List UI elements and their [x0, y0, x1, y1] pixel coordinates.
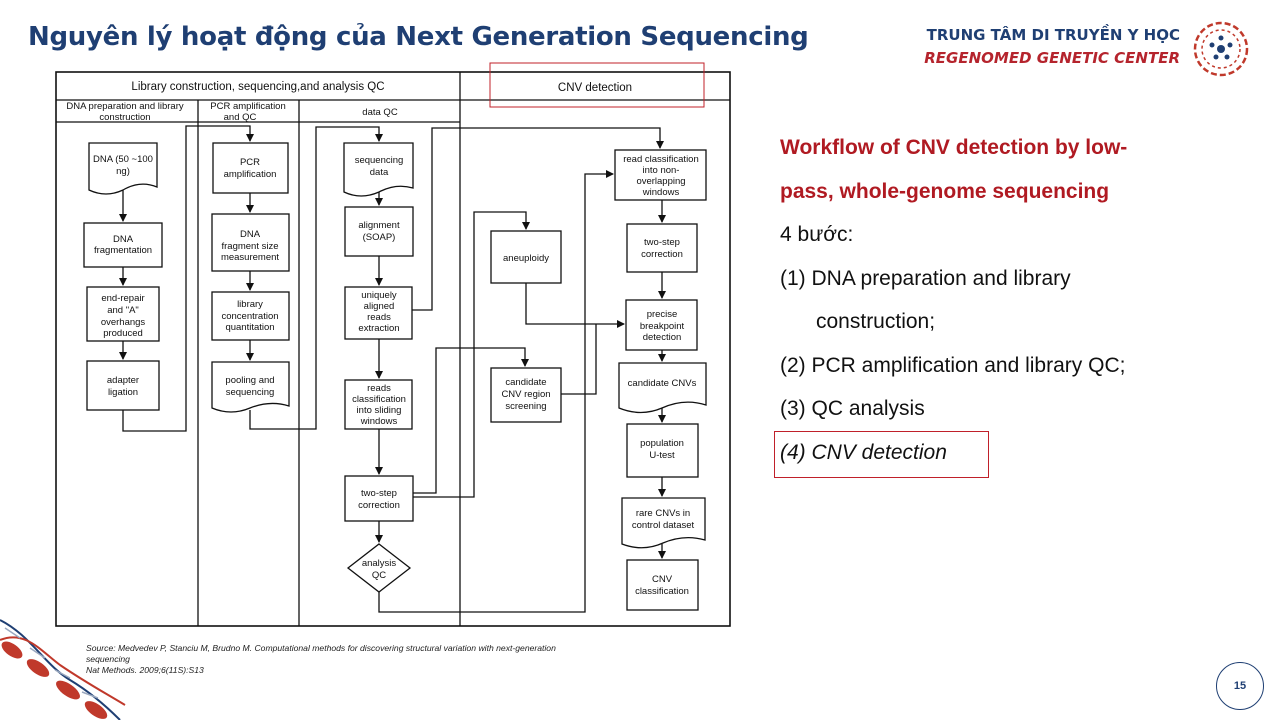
endrepair-text-2: and "A": [107, 305, 139, 316]
source-line-2: sequencing: [86, 654, 130, 664]
dna-text-1: DNA (50 ~100: [93, 154, 153, 165]
dna-helix-decoration-icon: [0, 619, 126, 720]
pooling-text-1: pooling and: [225, 375, 274, 386]
workflow-heading-1: Workflow of CNV detection by low-: [780, 136, 1128, 159]
frag-text-2: fragmentation: [94, 245, 152, 256]
sub2-line2: and QC: [224, 112, 257, 123]
unique-text-4: extraction: [358, 323, 399, 334]
step-4-highlight: [774, 431, 989, 478]
twostep5-text-1: two-step: [644, 237, 680, 248]
breakpoint-text-1: precise: [647, 309, 678, 320]
sub3-label: data QC: [362, 107, 398, 118]
cnv-detection-highlight: [489, 62, 705, 108]
pcr-box: [212, 142, 289, 194]
libconc-text-3: quantitation: [225, 322, 274, 333]
cnv-classification-box: [626, 559, 699, 611]
readsclass-text-1: reads: [367, 383, 391, 394]
sub2-line1: PCR amplification: [210, 101, 286, 112]
pcr-text-2: amplification: [224, 169, 277, 180]
frag-text-1: DNA: [113, 234, 134, 245]
population-text-2: U-test: [649, 450, 675, 461]
twostep3-text-1: two-step: [361, 488, 397, 499]
endrepair-text-4: produced: [103, 328, 143, 339]
fragsize-text-2: fragment size: [221, 241, 278, 252]
readsclass-text-4: windows: [360, 416, 398, 427]
seqdata-text-2: data: [370, 167, 389, 178]
step-2: (2) PCR amplification and library QC;: [780, 353, 1126, 377]
pooling-text-2: sequencing: [226, 387, 275, 398]
classification-text-1: CNV: [652, 574, 673, 585]
steps-label: 4 bước:: [780, 223, 854, 246]
pooling-shape: [211, 361, 290, 413]
endrepair-text-3: overhangs: [101, 317, 146, 328]
header-right-label: CNV detection: [558, 82, 632, 94]
step-3: (3) QC analysis: [780, 397, 925, 420]
org-name: TRUNG TÂM DI TRUYỀN Y HỌC: [926, 26, 1180, 44]
source-line-1: Source: Medvedev P, Stanciu M, Brudno M.…: [86, 643, 556, 653]
align-text-2: (SOAP): [363, 232, 396, 243]
libconc-text-1: library: [237, 299, 263, 310]
unique-text-1: uniquely: [361, 290, 397, 301]
readsclass-text-2: classification: [352, 394, 406, 405]
source-line-3: Nat Methods. 2009;6(11S):S13: [86, 665, 204, 675]
fragsize-text-1: DNA: [240, 229, 261, 240]
unique-text-2: aligned: [364, 301, 395, 312]
dna-input-shape: [88, 142, 158, 195]
candidate-cnvs-shape: [618, 362, 707, 414]
candregion-text-3: screening: [505, 401, 546, 412]
step-4: (4) CNV detection: [780, 440, 947, 464]
twostep3-text-2: correction: [358, 500, 400, 511]
candregion-text-1: candidate: [505, 377, 546, 388]
sub1-line1: DNA preparation and library: [66, 101, 183, 112]
adapter-text-1: adapter: [107, 375, 139, 386]
readsclass-text-3: into sliding: [357, 405, 402, 416]
readclass-text-4: windows: [642, 187, 680, 198]
seqdata-text-1: sequencing: [355, 155, 404, 166]
qc-text-1: analysis: [362, 558, 397, 569]
qc-text-2: QC: [372, 570, 386, 581]
aneuploidy-text: aneuploidy: [503, 253, 549, 264]
two-step-box-5: [626, 223, 698, 273]
readclass-text-2: into non-: [643, 165, 680, 176]
breakpoint-text-2: breakpoint: [640, 321, 685, 332]
unique-text-3: reads: [367, 312, 391, 323]
slide-title: Nguyên lý hoạt động của Next Generation …: [28, 22, 809, 52]
step-1b: construction;: [816, 310, 936, 333]
step-1a: (1) DNA preparation and library: [780, 266, 1071, 290]
libconc-text-2: concentration: [221, 311, 278, 322]
sub1-line2: construction: [99, 112, 150, 123]
source-citation: Source: Medvedev P, Stanciu M, Brudno M.…: [86, 643, 706, 676]
classification-text-2: classification: [635, 586, 689, 597]
dna-circle-logo-icon: [1193, 21, 1249, 77]
rare-text-2: control dataset: [632, 520, 695, 531]
dna-text-2: ng): [116, 166, 130, 177]
sequencing-data-shape: [343, 142, 414, 197]
breakpoint-text-3: detection: [643, 332, 682, 343]
twostep5-text-2: correction: [641, 249, 683, 260]
candidate-region-box: [490, 367, 562, 423]
endrepair-text-1: end-repair: [101, 293, 144, 304]
header-left-label: Library construction, sequencing,and ana…: [131, 81, 384, 93]
page-number: 15: [1216, 662, 1264, 710]
readclass-text-1: read classification: [623, 154, 699, 165]
rare-text-1: rare CNVs in: [636, 508, 690, 519]
align-text-1: alignment: [358, 220, 400, 231]
candregion-text-2: CNV region: [501, 389, 550, 400]
pcr-text-1: PCR: [240, 157, 260, 168]
readclass-text-3: overlapping: [636, 176, 685, 187]
read-classification-box: [614, 149, 707, 201]
workflow-heading-2: pass, whole-genome sequencing: [780, 179, 1110, 203]
adapter-text-2: ligation: [108, 387, 138, 398]
fragsize-text-3: measurement: [221, 252, 279, 263]
population-text-1: population: [640, 438, 684, 449]
org-name-en: REGENOMED GENETIC CENTER: [924, 49, 1180, 67]
rare-cnvs-shape: [621, 497, 706, 549]
candidates-text: candidate CNVs: [628, 378, 697, 389]
workflow-text: Workflow of CNV detection by low- pass, …: [780, 126, 1190, 474]
